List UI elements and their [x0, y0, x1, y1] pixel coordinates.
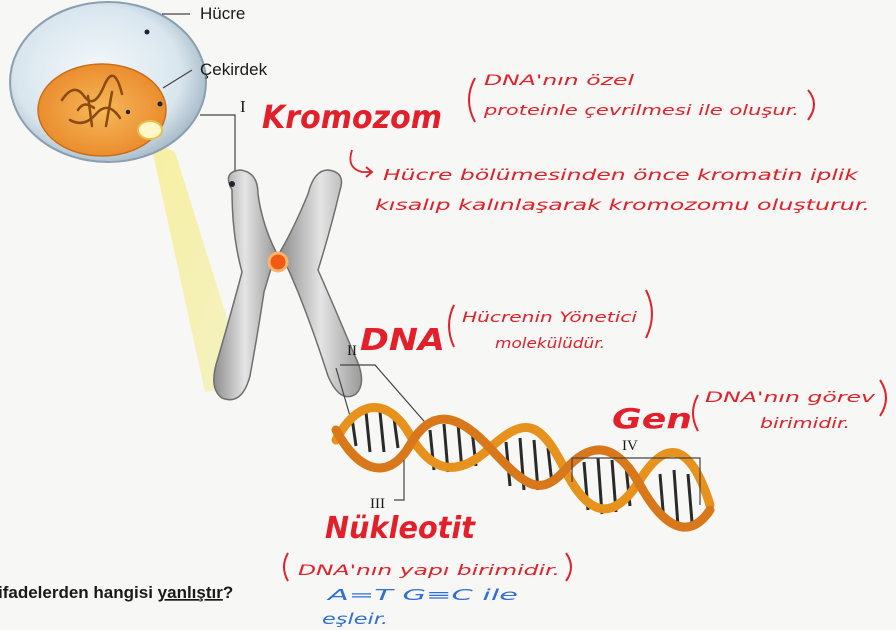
cell-illustration: [10, 2, 206, 162]
label-roman-3: III: [370, 496, 385, 512]
annotation-gene-note-2: birimidir.: [760, 416, 850, 432]
question-emphasis: yanlıştır: [158, 583, 224, 602]
centromere: [269, 253, 287, 271]
question-stem: ifadelerden hangisi yanlıştır?: [0, 583, 233, 602]
annotation-nucleotide-note: DNA'nın yapı birimidir.: [298, 563, 560, 579]
annotation-gene-title: Gen: [612, 402, 692, 435]
annotation-chromatin-2: kısalıp kalınlaşarak kromozomu oluşturur…: [375, 196, 870, 214]
label-roman-4: IV: [622, 438, 638, 454]
annotation-dna-note-2: molekülüdür.: [495, 336, 605, 352]
annotation-pairing-2: eşleir.: [322, 610, 388, 628]
annotation-nucleotide-title: Nükleotit: [325, 511, 477, 546]
annotation-dna-note-1: Hücrenin Yönetici: [462, 310, 637, 326]
annotation-gene-note-1: DNA'nın görev: [705, 390, 876, 406]
annotation-chromosome-title: Kromozom: [262, 98, 442, 136]
label-nucleus: Çekirdek: [200, 60, 268, 79]
annotation-chromatin-1: Hücre bölümesinden önce kromatin iplik: [383, 166, 860, 184]
question-prefix: ifadelerden hangisi: [0, 583, 158, 602]
annotation-dna-title: DNA: [360, 323, 445, 358]
label-cell: Hücre: [200, 4, 245, 23]
chromosome-illustration: [214, 170, 362, 400]
question-suffix: ?: [223, 583, 233, 602]
annotation-chromosome-note-1: DNA'nın özel: [484, 73, 634, 89]
label-roman-2: II: [347, 343, 357, 359]
annotation-chromosome-note-2: proteinle çevrilmesi ile oluşur.: [483, 103, 799, 119]
label-roman-1: I: [240, 97, 246, 116]
annotation-pairing-1: A=T G≡C ile: [326, 586, 518, 604]
